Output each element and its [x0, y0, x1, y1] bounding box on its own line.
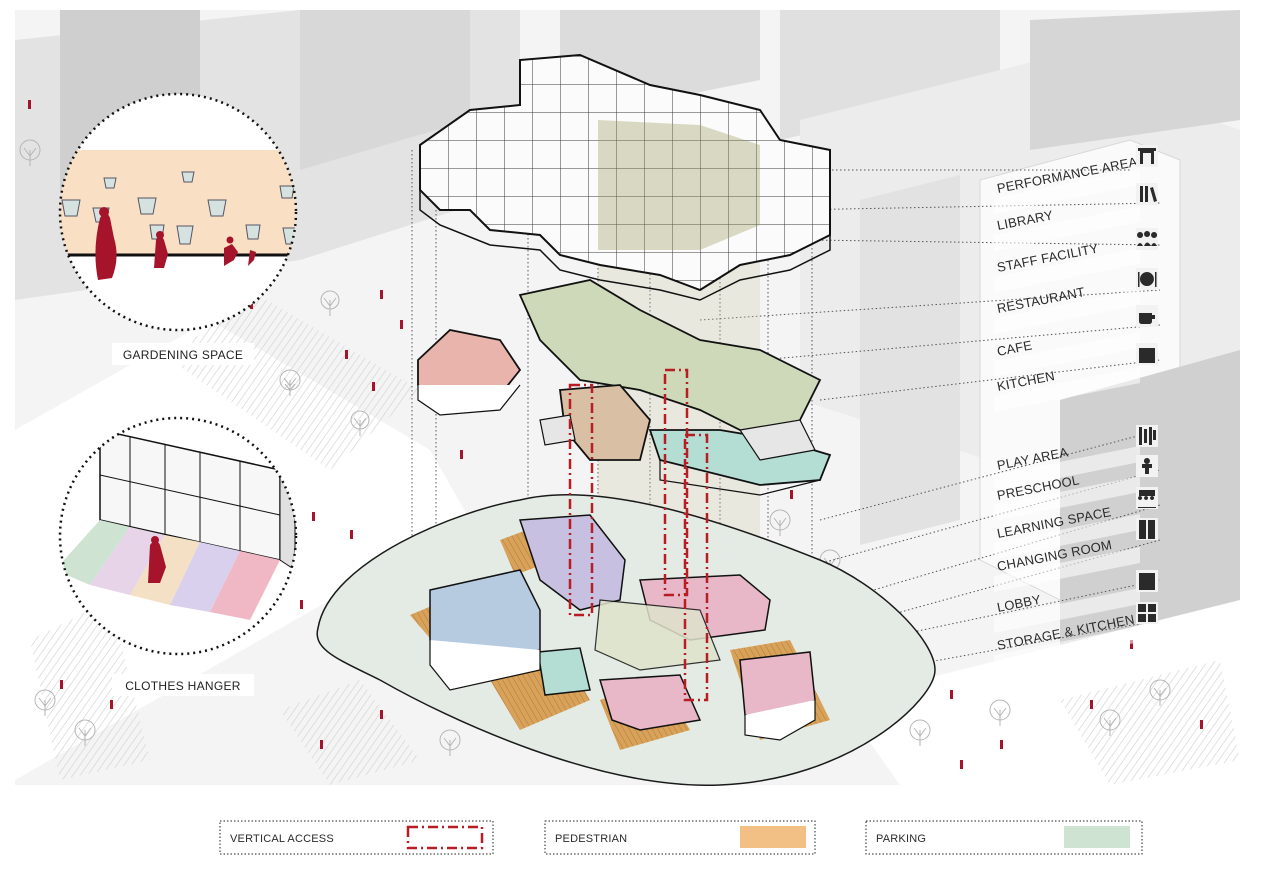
- legend-vertical-access-label: VERTICAL ACCESS: [230, 833, 334, 845]
- label-learning-space-band: [994, 514, 1140, 559]
- label-play-area-band: [994, 446, 1140, 491]
- stove-icon: [1136, 343, 1158, 365]
- label-performance-area-band: [994, 169, 1140, 214]
- zone-teal: [537, 647, 591, 696]
- label-lobby-band: [994, 588, 1140, 633]
- ground-level: [316, 493, 936, 786]
- legend-pedestrian: PEDESTRIAN: [544, 820, 816, 855]
- label-preschool-band: [994, 476, 1140, 521]
- people-group-icon: [1136, 228, 1158, 250]
- legend-pedestrian-swatch: [740, 826, 806, 848]
- legend-vertical-access-swatch: [406, 825, 484, 850]
- shelves-icon: [1136, 602, 1158, 624]
- classroom-icon: [1136, 487, 1158, 509]
- label-library-band: [994, 206, 1140, 251]
- legend-parking-swatch: [1064, 826, 1130, 848]
- baby-icon: [1136, 455, 1158, 477]
- legend: VERTICAL ACCESS PEDESTRIAN PARKING: [219, 820, 1143, 855]
- curtain-stage-icon: [1136, 145, 1158, 167]
- zone-pink-3: [599, 674, 702, 731]
- label-kitchen-band: [994, 367, 1140, 412]
- gardening-space-caption: GARDENING SPACE: [123, 348, 243, 362]
- plate-cutlery-icon: [1136, 268, 1158, 290]
- label-changing-room-band: [994, 547, 1140, 592]
- middle-level: [417, 279, 832, 496]
- legend-parking: PARKING: [865, 820, 1143, 855]
- doorway-icon: [1136, 570, 1158, 592]
- label-restaurant-band: [994, 289, 1140, 334]
- label-storage-kitchen-band: [994, 626, 1140, 671]
- books-icon: [1136, 183, 1158, 205]
- top-level: [419, 53, 831, 301]
- play-structure-icon: [1136, 425, 1158, 447]
- coffee-cup-icon: [1136, 305, 1158, 327]
- vertical-access-lines: [568, 368, 709, 702]
- legend-pedestrian-label: PEDESTRIAN: [555, 833, 627, 845]
- legend-parking-label: PARKING: [876, 833, 926, 845]
- gardening-inset: [58, 92, 298, 332]
- lockers-icon: [1136, 518, 1158, 540]
- program-icons: [1136, 145, 1158, 624]
- zone-purple: [518, 514, 626, 611]
- clothes-hanger-inset: [58, 416, 298, 656]
- label-staff-facility-band: [994, 248, 1140, 293]
- label-cafe: CAFE: [996, 337, 1034, 359]
- label-cafe-band: [994, 332, 1140, 377]
- legend-vertical-access: VERTICAL ACCESS: [219, 820, 494, 855]
- clothes-hanger-caption: CLOTHES HANGER: [125, 679, 241, 693]
- zone-green: [594, 599, 721, 671]
